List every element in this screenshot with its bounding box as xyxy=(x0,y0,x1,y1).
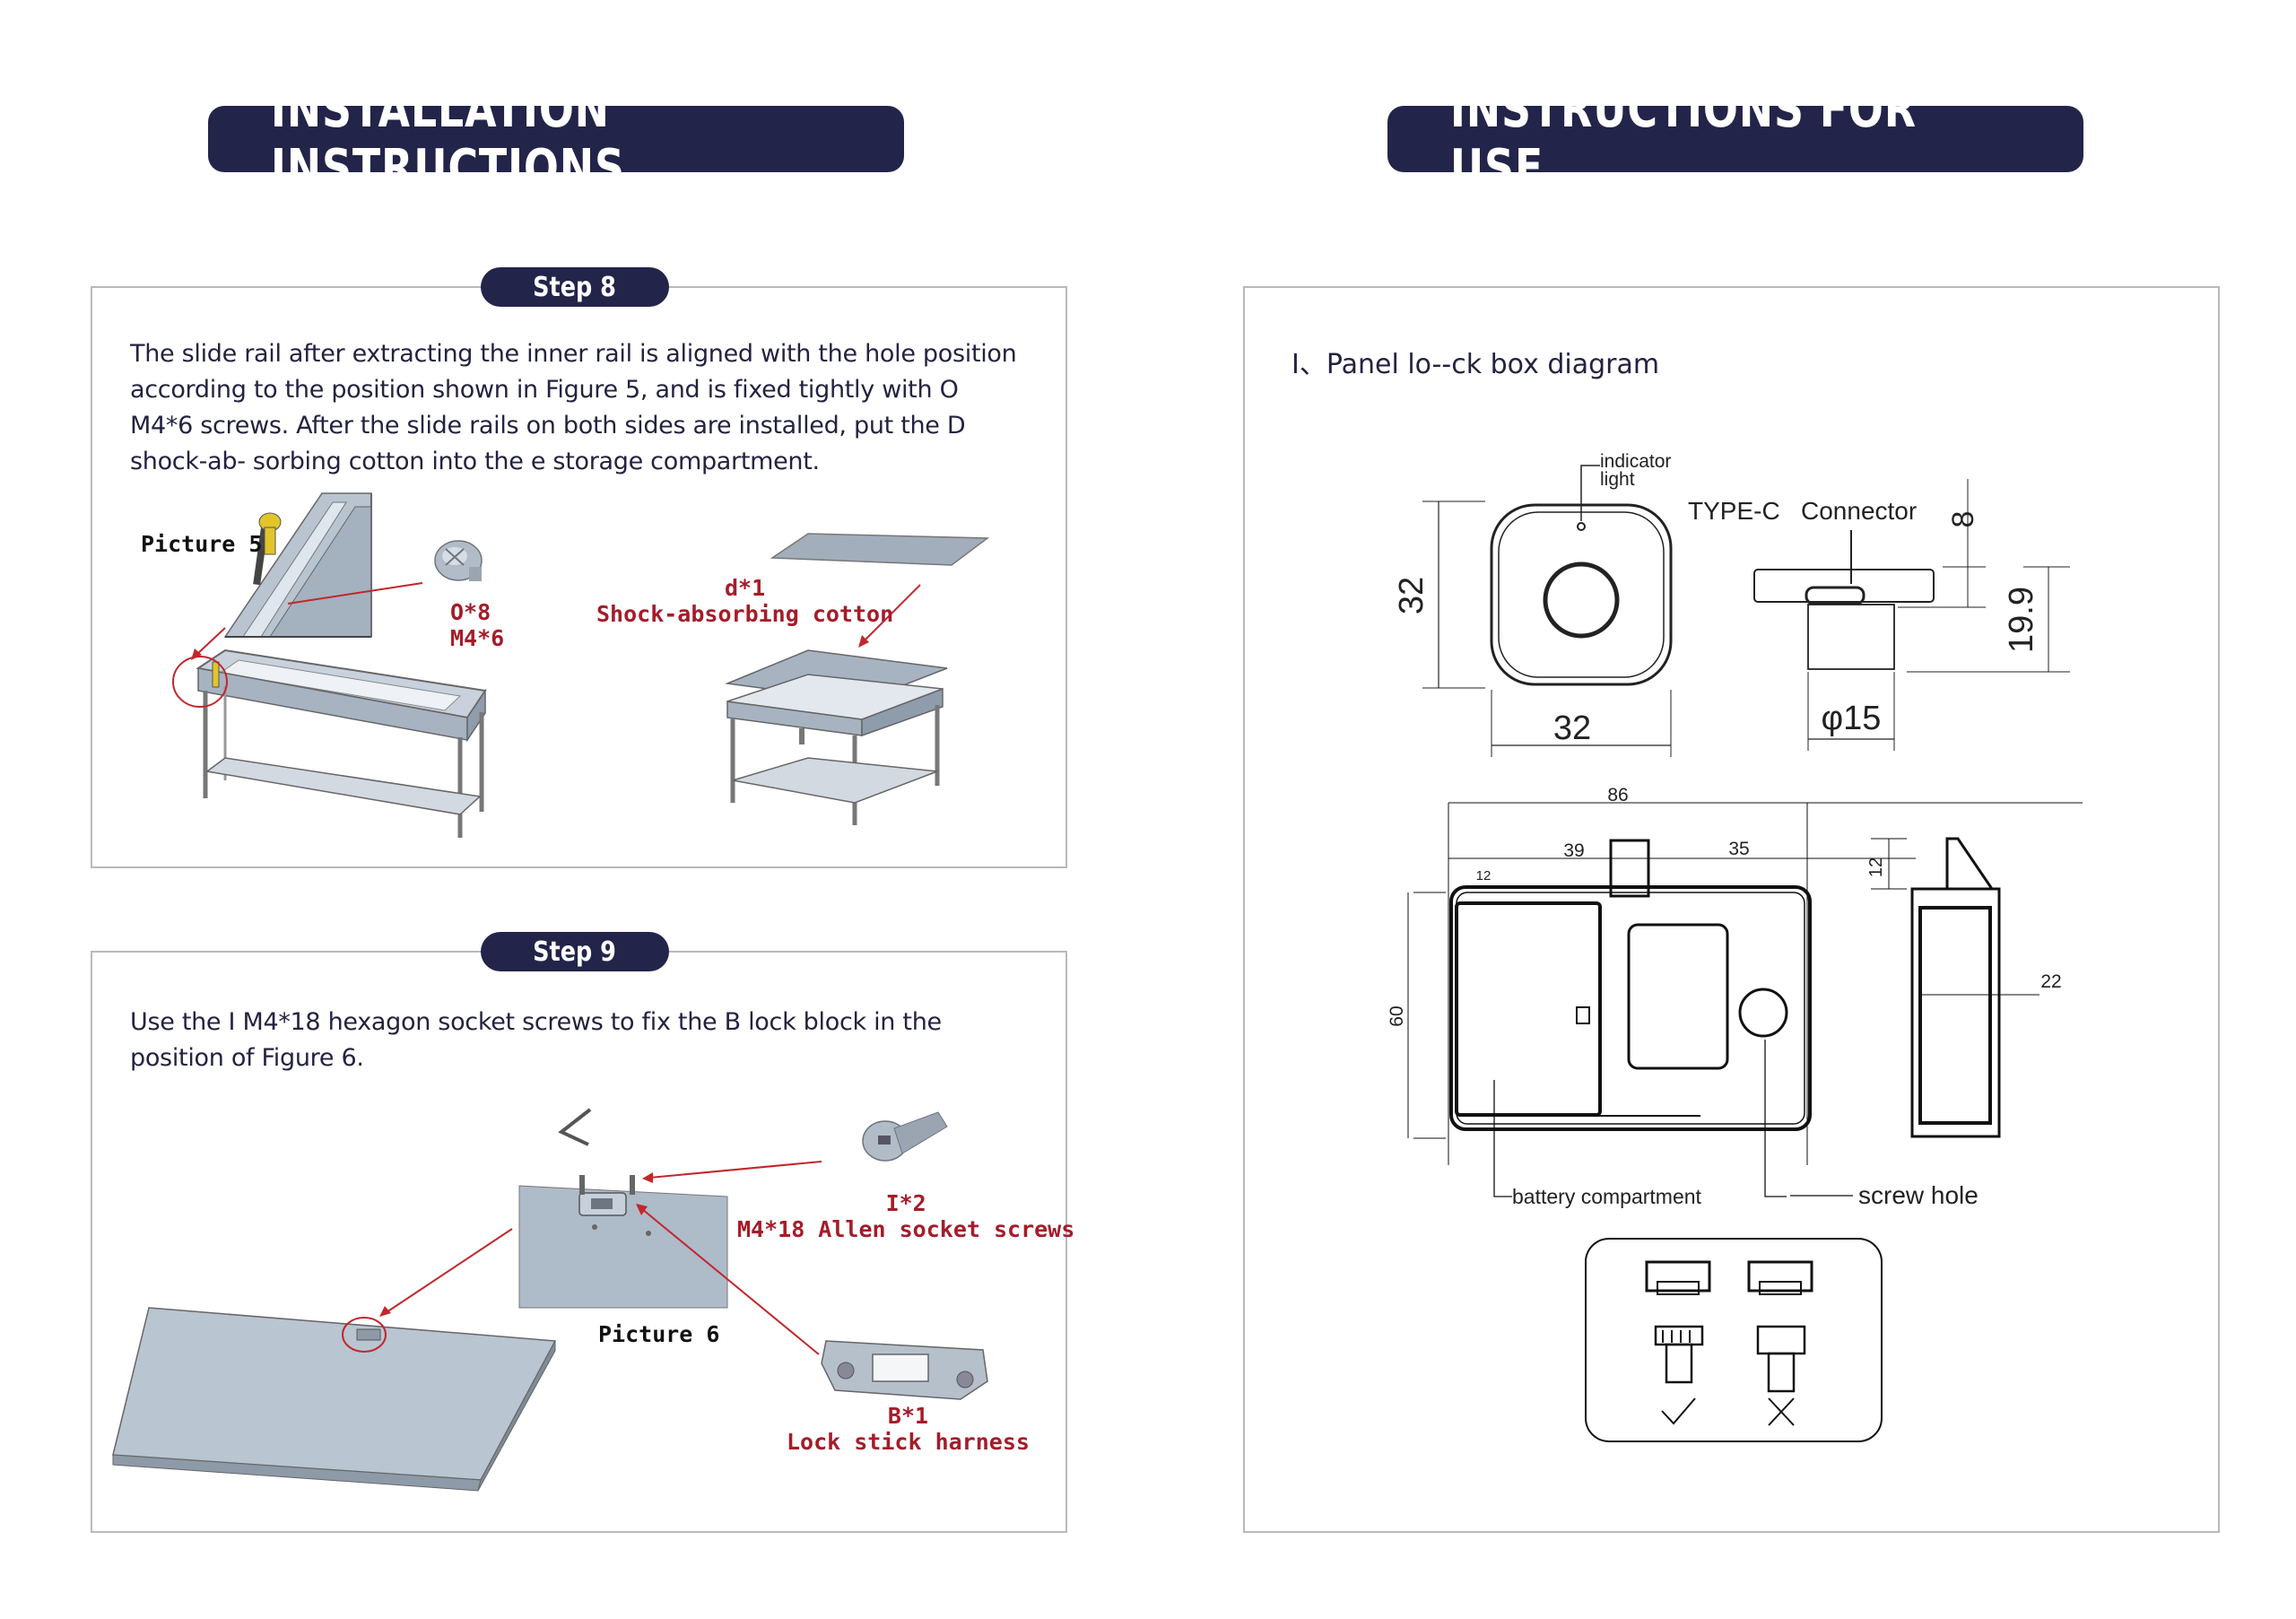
header-right-text: INSTRUCTIONS FOR USE xyxy=(1449,81,1917,197)
dim-depth-22: 22 xyxy=(2040,971,2061,992)
dim-left-part: 39 xyxy=(1563,840,1584,861)
table-with-cotton xyxy=(725,649,948,825)
picture6-label: Picture 6 xyxy=(598,1321,720,1347)
typec-connector-label: TYPE-C Connector xyxy=(1688,497,1917,525)
step9-description: Use the I M4*18 hexagon socket screws to… xyxy=(130,1008,942,1072)
screw-i2-label: I*2 M4*18 Allen socket screws xyxy=(737,1190,1075,1242)
check-mark-icon xyxy=(1661,1397,1696,1425)
dim-diameter: φ15 xyxy=(1822,700,1882,737)
installation-instructions-header: INSTALLATION INSTRUCTIONS xyxy=(208,81,904,197)
dim-small: 12 xyxy=(1476,868,1492,883)
socket-screw-icon xyxy=(862,1111,948,1162)
dim-side-12: 12 xyxy=(1866,857,1886,877)
dim-front-height: 32 xyxy=(1393,577,1431,614)
harness-b1-label: B*1 Lock stick harness xyxy=(787,1403,1030,1455)
battery-compartment-label: battery compartment xyxy=(1512,1185,1702,1208)
lock-diagram-panel xyxy=(1243,286,2220,1533)
screw-hole-label: screw hole xyxy=(1858,1181,1979,1209)
step9-illustration xyxy=(112,1108,988,1492)
dim-connector-top: 8 xyxy=(1946,511,1980,528)
step8-illustration xyxy=(172,492,990,838)
lock-box-bottom-view xyxy=(1407,802,2083,1197)
step8-description: The slide rail after extracting the inne… xyxy=(130,340,1017,475)
instructions-for-use-header: INSTRUCTIONS FOR USE xyxy=(1387,81,2083,197)
screw-icon xyxy=(434,540,483,581)
table-frame xyxy=(172,648,487,838)
header-left-text: INSTALLATION INSTRUCTIONS xyxy=(270,81,625,197)
dim-total-width: 86 xyxy=(1607,785,1628,805)
dim-connector-height: 19.9 xyxy=(2003,587,2040,653)
cotton-d1-label: d*1 Shock-absorbing cotton xyxy=(596,575,894,627)
cross-mark-icon xyxy=(1768,1397,1795,1426)
connector-orientation-box xyxy=(1585,1238,1883,1442)
dim-height-60: 60 xyxy=(1387,1005,1407,1026)
front-view xyxy=(1422,465,1673,757)
indicator-label-2: light xyxy=(1600,469,1635,490)
picture5-label: Picture 5 xyxy=(141,531,263,557)
dim-right-part: 35 xyxy=(1728,839,1749,859)
step9-badge: Step 9 xyxy=(481,932,669,971)
screw-o8-label: O*8 M4*6 xyxy=(450,599,505,651)
dim-front-width: 32 xyxy=(1553,709,1591,747)
step8-badge: Step 8 xyxy=(481,267,669,307)
lock-diagram-heading: I、Panel lo--ck box diagram xyxy=(1292,349,1660,380)
connector-side-view xyxy=(1753,479,2070,751)
rail-closeup-inset xyxy=(223,492,372,638)
indicator-label-1: indicator xyxy=(1600,451,1671,472)
lock-technical-drawing: 32 32 indicator light TYPE-C Connector 8… xyxy=(1387,451,2083,1442)
lock-harness-icon xyxy=(821,1340,988,1400)
